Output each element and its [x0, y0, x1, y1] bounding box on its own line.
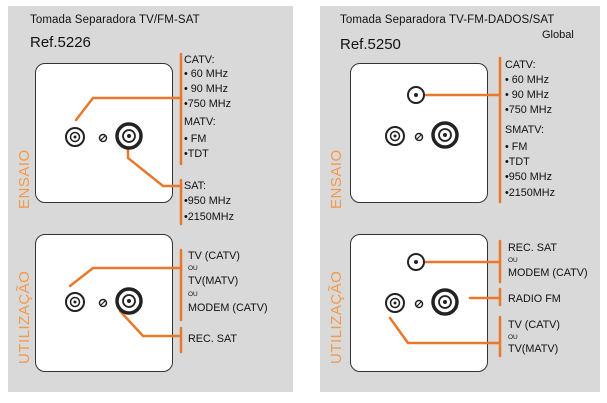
- screw-icon: [98, 133, 108, 143]
- left-diagram-drawing: [65, 52, 183, 354]
- label-line: SMATV:: [505, 124, 544, 136]
- sat-port-icon: [431, 121, 459, 149]
- sat-port-icon: [431, 288, 459, 316]
- label-tv-matv: TV(MATV): [508, 343, 559, 355]
- label-line: CATV:: [184, 54, 215, 66]
- sat-port-icon: [115, 287, 143, 315]
- label-line: • 90 MHz: [184, 83, 228, 95]
- fm-tv-port-icon: [385, 293, 405, 313]
- screw-icon: [414, 132, 424, 142]
- label-line: SAT:: [184, 180, 206, 192]
- label-line: •950 MHz: [505, 171, 552, 183]
- label-rec-sat: REC. SAT: [508, 242, 557, 254]
- panel-ref-5250: Tomada Separadora TV-FM-DADOS/SAT Global…: [320, 6, 600, 392]
- panel-subtitle: Global: [542, 29, 574, 41]
- label-line: •2150MHz: [184, 211, 234, 223]
- label-line: CATV:: [505, 59, 536, 71]
- label-line: • 60 MHz: [505, 74, 549, 86]
- label-line: •2150MHz: [505, 187, 555, 199]
- label-line: •750 MHz: [184, 98, 231, 110]
- data-port-icon: [407, 253, 425, 271]
- socket-plate-test: [35, 63, 173, 203]
- label-line: • 60 MHz: [184, 68, 228, 80]
- label-line: •TDT: [184, 148, 209, 160]
- fm-tv-port-icon: [385, 126, 405, 146]
- label-rec-sat: REC. SAT: [188, 333, 237, 345]
- label-modem-catv: MODEM (CATV): [508, 267, 588, 279]
- label-ou: OU: [508, 334, 518, 341]
- panel-title: Tomada Separadora TV-FM-DADOS/SAT: [340, 14, 555, 26]
- right-diagram-drawing: [385, 56, 502, 358]
- label-radio-fm: RADIO FM: [508, 293, 561, 305]
- label-line: MATV:: [184, 116, 216, 128]
- label-tv-catv: TV (CATV): [508, 319, 560, 331]
- label-tv-catv: TV (CATV): [188, 250, 240, 262]
- label-line: • FM: [184, 133, 207, 145]
- reference-number: Ref.5226: [30, 34, 91, 51]
- label-ou: OU: [188, 265, 198, 272]
- panel-ref-5226: Tomada Separadora TV/FM-SAT Ref.5226 ENS…: [8, 6, 293, 392]
- data-port-icon: [407, 86, 425, 104]
- fm-tv-port-icon: [65, 127, 85, 147]
- sat-port-icon: [115, 122, 143, 150]
- label-line: •950 MHz: [184, 195, 231, 207]
- label-line: •TDT: [505, 156, 530, 168]
- screw-icon: [98, 298, 108, 308]
- label-line: • 90 MHz: [505, 89, 549, 101]
- label-modem-catv: MODEM (CATV): [188, 302, 268, 314]
- label-ou: OU: [188, 291, 198, 298]
- reference-number: Ref.5250: [340, 36, 401, 53]
- label-tv-matv: TV(MATV): [188, 275, 239, 287]
- fm-tv-port-icon: [65, 292, 85, 312]
- label-line: •750 MHz: [505, 104, 552, 116]
- label-ou: OU: [508, 257, 518, 264]
- panel-title: Tomada Separadora TV/FM-SAT: [30, 14, 200, 26]
- label-line: • FM: [505, 141, 528, 153]
- screw-icon: [414, 299, 424, 309]
